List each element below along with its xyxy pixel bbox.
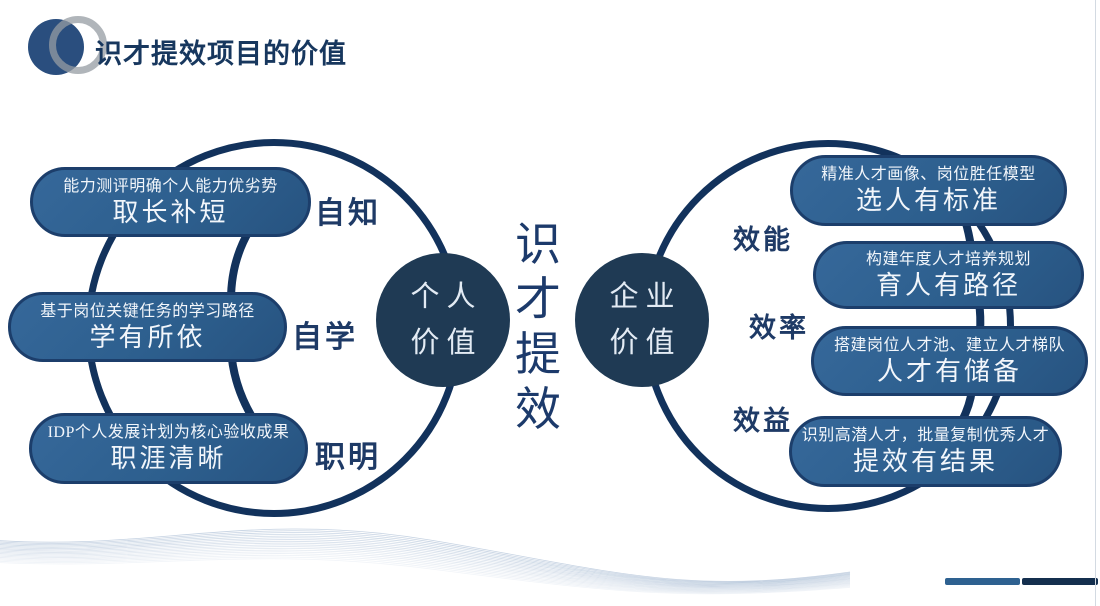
pill-desc: 构建年度人才培养规划	[865, 250, 1031, 268]
pill-result: 学有所依	[89, 322, 206, 352]
center-vertical-title: 识 才 提 效	[512, 221, 564, 434]
pill-result: 取长补短	[112, 197, 229, 227]
pill-desc: 识别高潜人才，批量复制优秀人才	[801, 427, 1050, 444]
pill-self-learning: 基于岗位关键任务的学习路径 学有所依	[8, 292, 287, 362]
pill-result: 选人有标准	[855, 186, 1001, 215]
pill-result: 育人有路径	[875, 270, 1021, 300]
footer-bar-navy	[1022, 578, 1098, 585]
center-char: 才	[515, 274, 561, 325]
pill-result: 职涯清晰	[110, 444, 227, 473]
pill-talent-reserve: 搭建岗位人才池、建立人才梯队 人才有储备	[811, 326, 1088, 396]
hub-line: 价值	[410, 327, 483, 359]
pill-efficiency-result: 识别高潜人才，批量复制优秀人才 提效有结果	[789, 416, 1062, 487]
tag-self-knowledge: 自知	[315, 197, 381, 230]
center-char: 提	[515, 329, 561, 380]
footer-bar-blue	[945, 578, 1020, 585]
pill-result: 人才有储备	[876, 356, 1022, 386]
pill-desc: 搭建岗位人才池、建立人才梯队	[833, 336, 1065, 354]
hub-line: 价值	[609, 327, 682, 359]
pill-self-knowledge: 能力测评明确个人能力优劣势 取长补短	[30, 167, 311, 237]
pill-development-path: 构建年度人才培养规划 育人有路径	[813, 241, 1084, 309]
hub-line: 个人	[410, 281, 483, 313]
tag-effectiveness: 效能	[733, 225, 793, 255]
center-char: 识	[515, 219, 561, 270]
page-title: 识才提效项目的价值	[95, 39, 347, 69]
tag-efficiency: 效率	[749, 313, 809, 343]
pill-result: 提效有结果	[852, 447, 998, 476]
pill-desc: 精准人才画像、岗位胜任模型	[821, 166, 1036, 183]
tag-career: 职明	[315, 441, 381, 474]
tag-benefit: 效益	[733, 406, 793, 436]
slide-edge-line	[1095, 0, 1096, 606]
pill-desc: 能力测评明确个人能力优劣势	[63, 177, 278, 195]
wave-decoration	[0, 528, 851, 595]
enterprise-value-hub: 企业 价值	[575, 253, 709, 387]
logo-ring-icon	[49, 16, 107, 74]
hub-line: 企业	[609, 281, 682, 313]
personal-value-hub: 个人 价值	[376, 253, 510, 387]
tag-self-learning: 自学	[292, 321, 358, 354]
pill-selection-standard: 精准人才画像、岗位胜任模型 选人有标准	[790, 155, 1067, 226]
pill-desc: IDP个人发展计划为核心验收成果	[47, 424, 290, 441]
pill-career-clarity: IDP个人发展计划为核心验收成果 职涯清晰	[29, 413, 308, 484]
pill-desc: 基于岗位关键任务的学习路径	[40, 302, 255, 320]
center-char: 效	[515, 384, 561, 435]
